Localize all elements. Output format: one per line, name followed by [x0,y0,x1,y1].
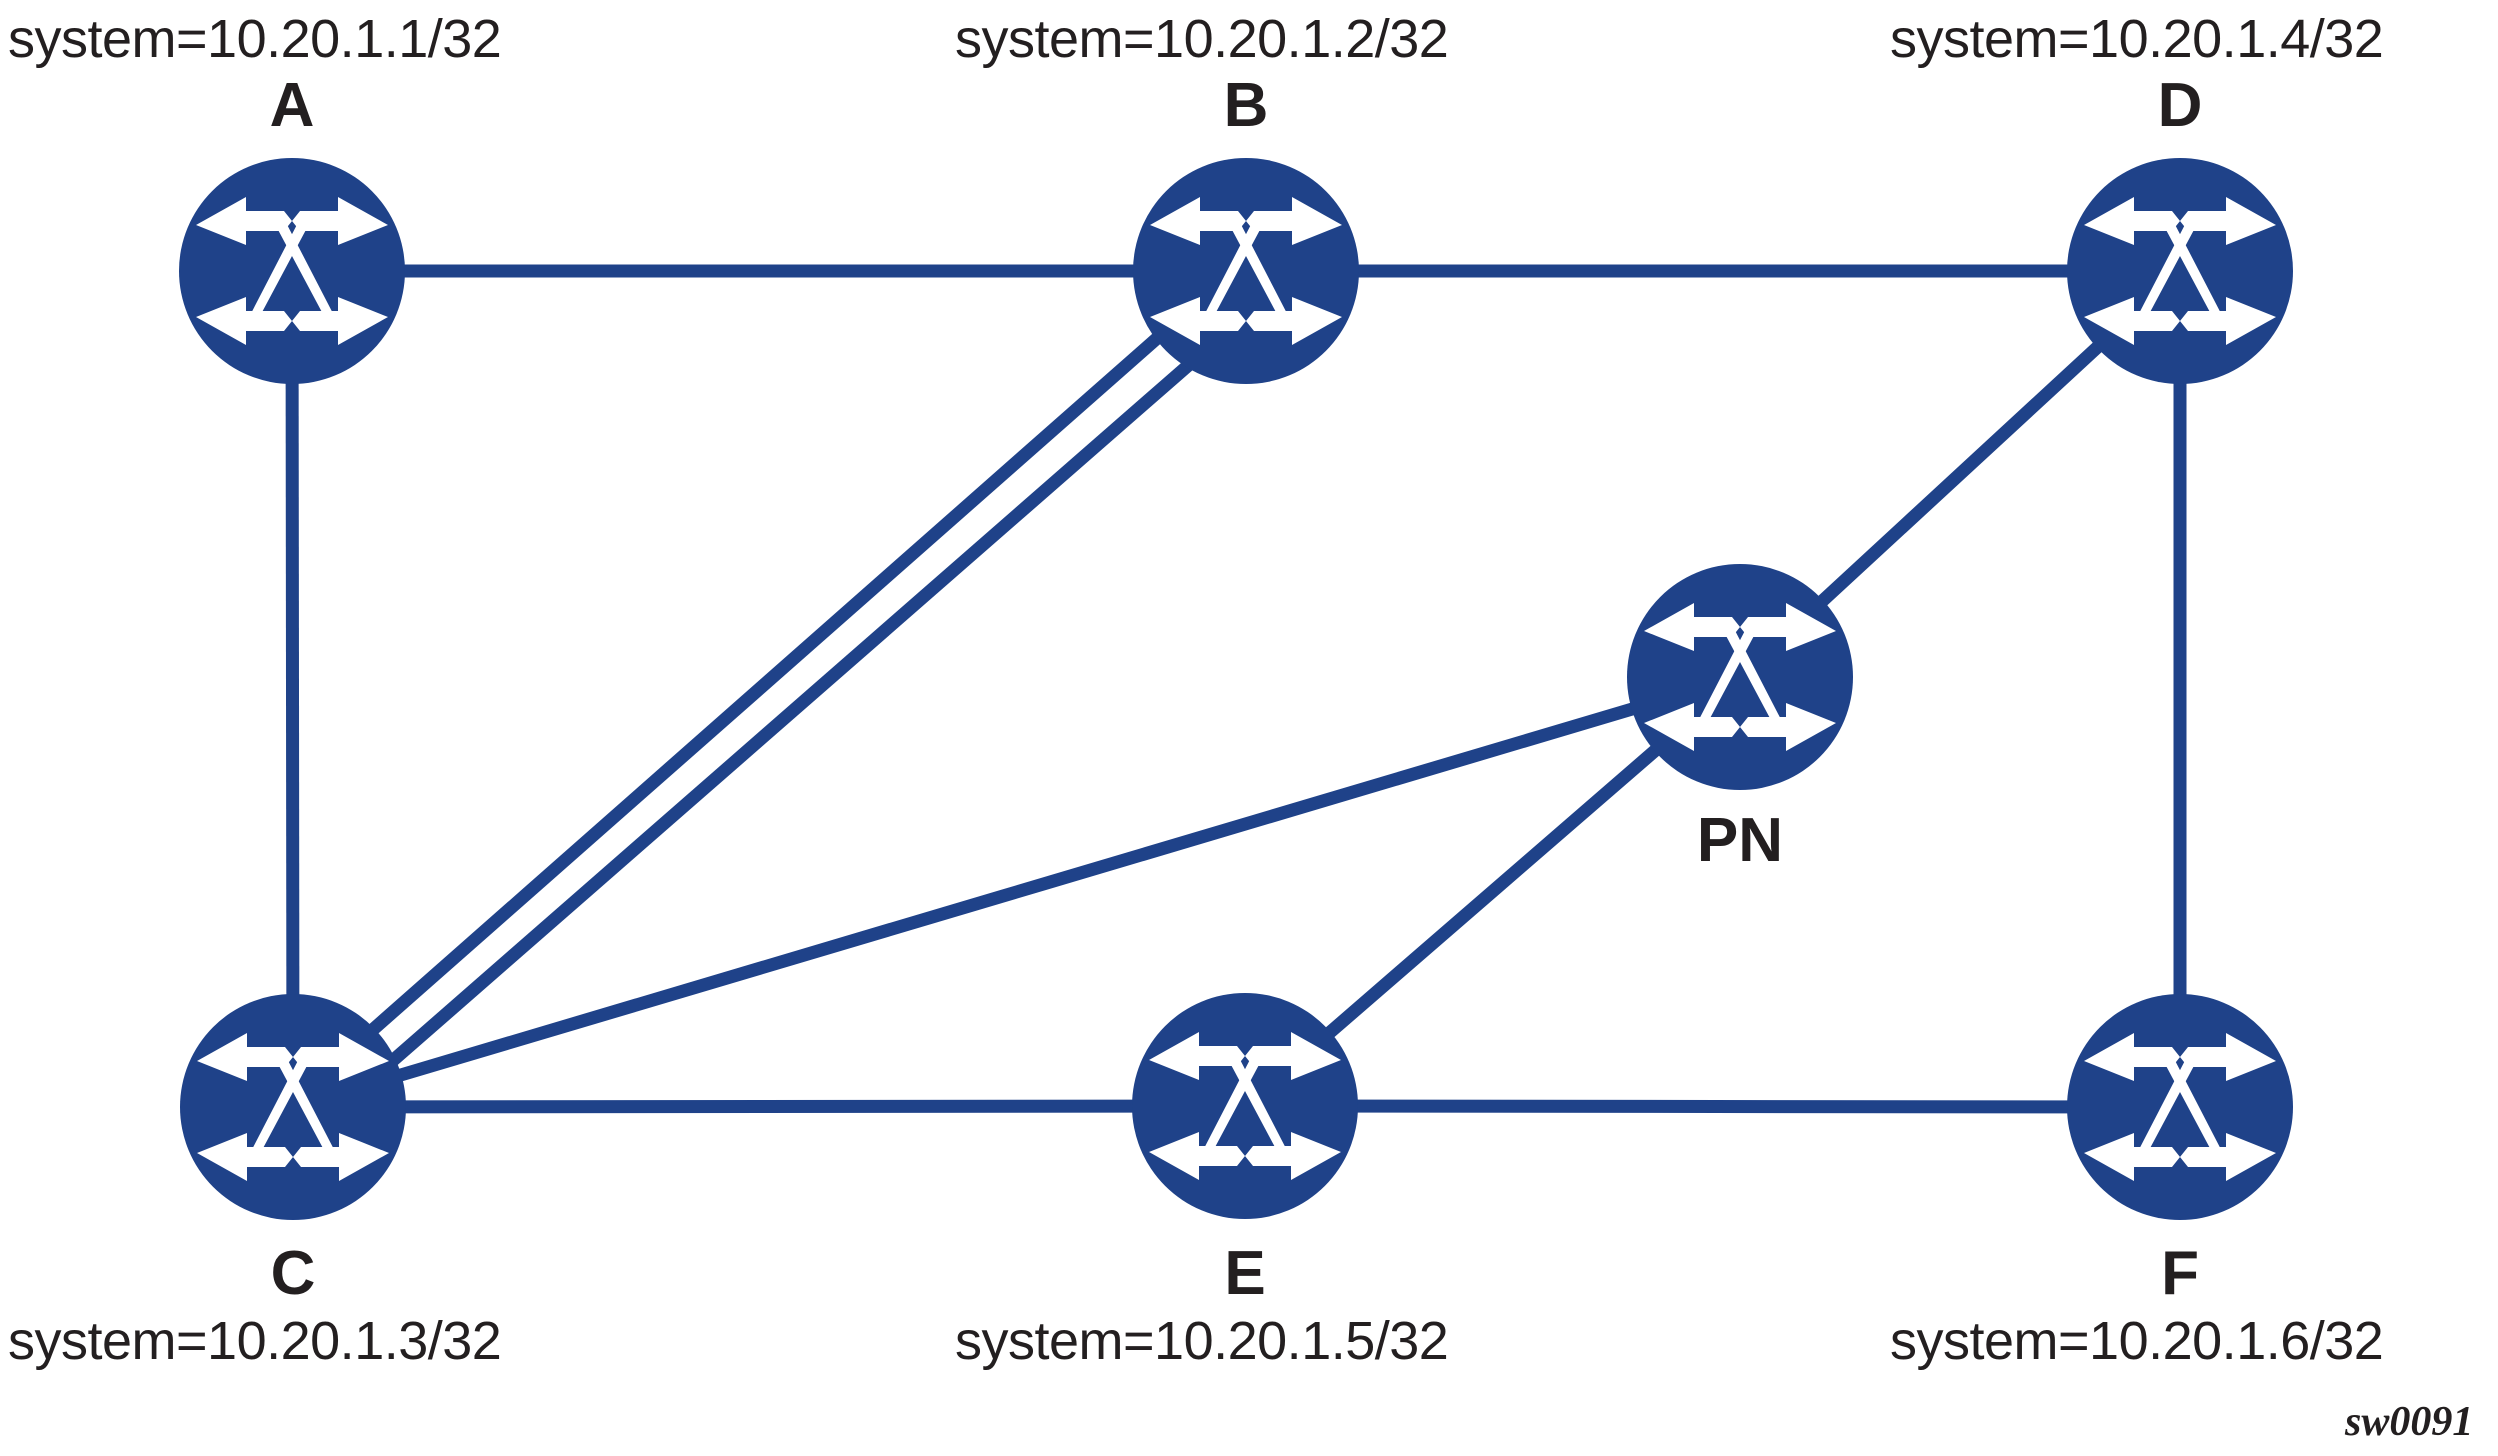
node-circle-A [179,158,405,384]
system-label-C: system=10.20.1.3/32 [8,1311,502,1371]
node-circle-D [2067,158,2293,384]
system-label-F: system=10.20.1.6/32 [1890,1311,2384,1371]
link-C-PN [291,670,1742,1114]
node-B[interactable] [1133,158,1359,384]
node-label-F: F [2161,1239,2199,1308]
system-label-A: system=10.20.1.1/32 [8,9,502,69]
node-D[interactable] [2067,158,2293,384]
node-label-C: C [270,1239,316,1308]
node-label-D: D [2157,71,2203,140]
watermark-sw0091: sw0091 [2345,1399,2474,1445]
system-label-D: system=10.20.1.4/32 [1890,9,2384,69]
node-circle-E [1132,993,1358,1219]
system-label-B: system=10.20.1.2/32 [955,9,1449,69]
node-PN[interactable] [1627,564,1853,790]
link-E-F [1244,1099,2181,1114]
system-label-E: system=10.20.1.5/32 [955,1311,1449,1371]
node-circle-F [2067,994,2293,1220]
link-C-B [345,337,1220,1103]
node-label-B: B [1223,71,1269,140]
nodes-layer [179,158,2293,1220]
link-C-B [313,313,1185,1083]
links-layer [285,264,2187,1114]
node-label-A: A [269,71,315,140]
node-circle-B [1133,158,1359,384]
node-E[interactable] [1132,993,1358,1219]
node-F[interactable] [2067,994,2293,1220]
node-label-E: E [1224,1239,1266,1308]
link-C-E [292,1099,1246,1114]
node-A[interactable] [179,158,405,384]
link-A-C [285,270,300,1108]
node-label-PN: PN [1696,806,1784,875]
node-circle-PN [1627,564,1853,790]
node-circle-C [180,994,406,1220]
node-C[interactable] [180,994,406,1220]
